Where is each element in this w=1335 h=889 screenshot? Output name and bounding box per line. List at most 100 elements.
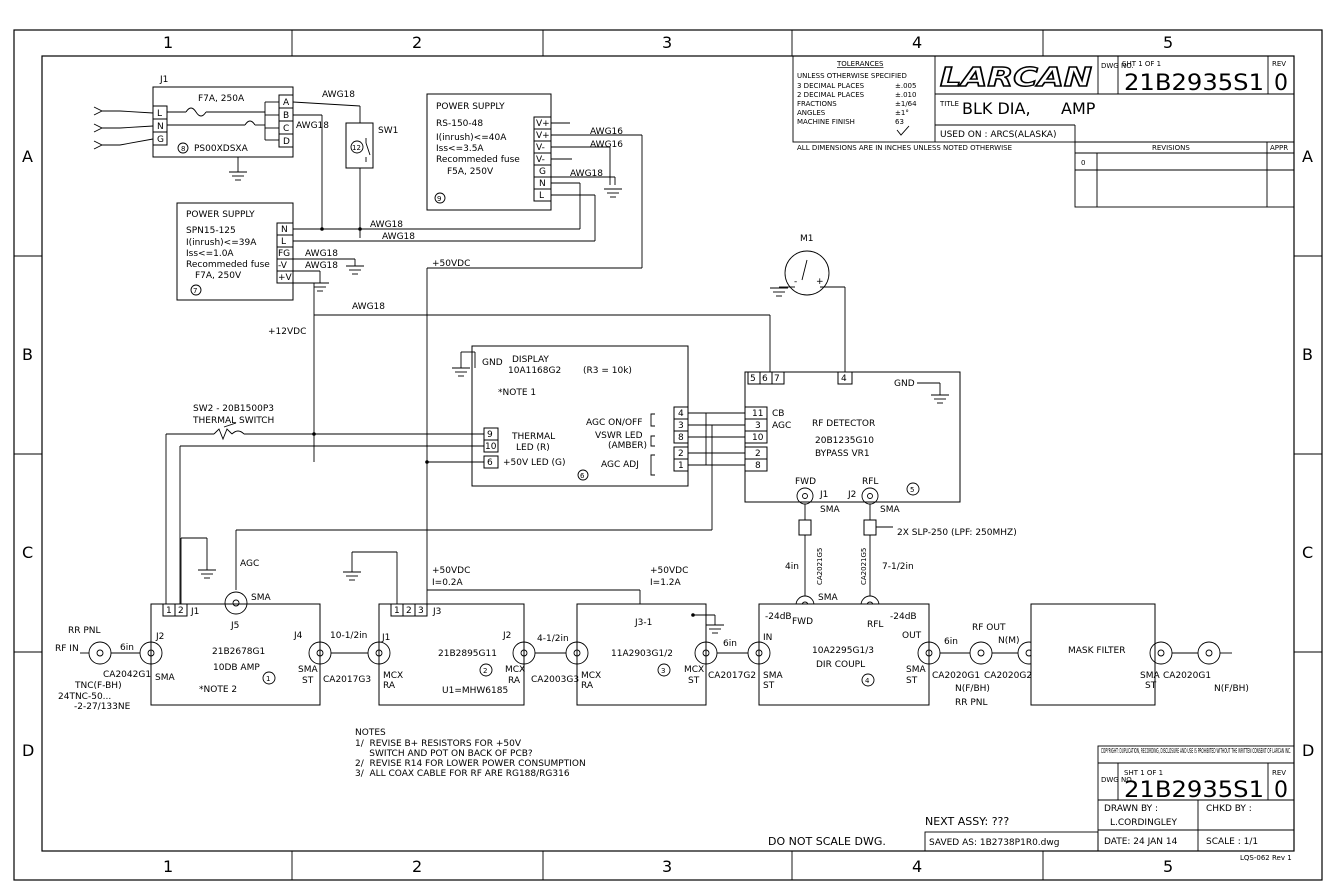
copyright-notice: COPYRIGHT: DUPLICATION, RECORDING, DISCL… xyxy=(1101,747,1291,755)
svg-text:G: G xyxy=(539,167,546,177)
tolerance-value: ±.005 xyxy=(895,82,916,90)
tolerance-line: ANGLES xyxy=(797,109,826,117)
revisions-header: REVISIONS xyxy=(1152,144,1190,152)
svg-text:GND: GND xyxy=(482,358,503,368)
svg-text:FWD: FWD xyxy=(795,477,816,487)
svg-text:6: 6 xyxy=(487,458,493,468)
svg-text:RA: RA xyxy=(508,676,521,686)
svg-text:21B2678G1: 21B2678G1 xyxy=(212,647,265,657)
svg-text:1: 1 xyxy=(394,606,400,616)
power-supply-spn15: POWER SUPPLY SPN15-125 I(inrush)<=39A Is… xyxy=(176,202,294,301)
cable-length: 6in xyxy=(120,643,134,653)
svg-text:10A1168G2: 10A1168G2 xyxy=(508,366,561,376)
svg-text:4: 4 xyxy=(841,374,847,384)
row-label: D xyxy=(1302,741,1314,760)
svg-text:10A2295G1/3: 10A2295G1/3 xyxy=(812,646,874,656)
wire-label: AWG18 xyxy=(382,232,415,242)
svg-text:RFL: RFL xyxy=(867,620,883,630)
dwg-label: DWG NO. xyxy=(1101,776,1134,784)
rf-in-label: RF IN xyxy=(55,644,79,654)
svg-text:11A2903G1/2: 11A2903G1/2 xyxy=(611,649,673,659)
row-label: C xyxy=(1302,543,1313,562)
revision-row-number: 0 xyxy=(1081,159,1085,167)
svg-text:1: 1 xyxy=(166,606,172,616)
svg-text:-: - xyxy=(794,277,797,287)
svg-text:ST: ST xyxy=(302,676,314,686)
wire-label: AWG18 xyxy=(352,302,385,312)
svg-text:L: L xyxy=(539,191,544,201)
tolerance-line: 2 DECIMAL PLACES xyxy=(797,91,865,99)
tolerances-title: TOLERANCES xyxy=(836,60,884,68)
svg-text:2/ REVISE R14 FOR LOWER POWER: 2/ REVISE R14 FOR LOWER POWER CONSUMPTIO… xyxy=(355,759,586,769)
svg-text:21B2895G11: 21B2895G11 xyxy=(438,649,497,659)
svg-text:SMA: SMA xyxy=(818,593,838,603)
svg-text:LED (R): LED (R) xyxy=(516,443,550,453)
j1-input-filter: J1 L N G A B C D F7A, 250A 8 PS00XDSXA xyxy=(93,75,294,181)
svg-text:I=1.2A: I=1.2A xyxy=(650,578,682,588)
svg-text:J2: J2 xyxy=(847,490,856,500)
cable-length: 10-1/2in xyxy=(330,631,367,641)
wire-label: AWG18 xyxy=(296,121,329,131)
appr-header: APPR xyxy=(1270,144,1288,152)
svg-text:V+: V+ xyxy=(536,119,550,129)
svg-text:8: 8 xyxy=(181,145,185,153)
tolerance-line: MACHINE FINISH xyxy=(797,118,855,126)
svg-text:SMA: SMA xyxy=(298,665,318,675)
svg-text:J1: J1 xyxy=(381,633,390,643)
voltage-label: +12VDC xyxy=(268,327,306,337)
svg-text:+50VDC: +50VDC xyxy=(650,566,688,576)
svg-text:DIR COUPL: DIR COUPL xyxy=(816,660,865,670)
ground-icon xyxy=(229,171,247,181)
svg-text:-24dB: -24dB xyxy=(765,612,792,622)
directional-coupler: -24dB -24dB FWD RFL IN OUT 10A2295G1/3 D… xyxy=(747,603,941,706)
col-label: 4 xyxy=(912,33,922,52)
svg-text:THERMAL: THERMAL xyxy=(511,432,555,442)
svg-text:MASK FILTER: MASK FILTER xyxy=(1068,646,1125,656)
svg-text:PS00XDSXA: PS00XDSXA xyxy=(194,144,249,154)
rev-label: REV xyxy=(1272,769,1286,777)
svg-text:J1: J1 xyxy=(159,75,168,85)
svg-text:A: A xyxy=(283,98,290,108)
tolerance-value: ±1/64 xyxy=(895,100,917,108)
svg-text:ST: ST xyxy=(906,676,918,686)
svg-text:GND: GND xyxy=(894,379,915,389)
svg-text:10: 10 xyxy=(752,433,764,443)
ground-icon xyxy=(931,394,949,404)
svg-text:SMA: SMA xyxy=(251,593,271,603)
inner-border xyxy=(41,55,1295,852)
svg-text:2: 2 xyxy=(755,449,761,459)
row-label: B xyxy=(22,345,33,364)
rear-panel-label: RR PNL xyxy=(68,626,101,636)
svg-text:N: N xyxy=(539,179,546,189)
svg-text:POWER SUPPLY: POWER SUPPLY xyxy=(186,210,255,220)
m1-meter: M1 - + xyxy=(770,234,846,372)
svg-text:V-: V- xyxy=(536,155,545,165)
svg-text:9: 9 xyxy=(437,195,441,203)
svg-text:C: C xyxy=(283,124,289,134)
svg-text:MCX: MCX xyxy=(383,671,403,681)
svg-text:AGC ON/OFF: AGC ON/OFF xyxy=(586,418,642,428)
svg-text:4: 4 xyxy=(865,677,870,685)
rf-out-label: RF OUT xyxy=(972,623,1006,633)
cable-length: 7-1/2in xyxy=(882,562,914,572)
connector-type: N(F/BH) xyxy=(955,684,990,694)
finish-check-icon xyxy=(896,125,910,136)
svg-text:RA: RA xyxy=(581,681,594,691)
svg-text:9: 9 xyxy=(487,430,493,440)
svg-text:Iss<=3.5A: Iss<=3.5A xyxy=(436,144,484,154)
row-label: D xyxy=(22,741,34,760)
cable-length: 4-1/2in xyxy=(537,634,569,644)
wire-label: AWG18 xyxy=(305,249,338,259)
cable-length: 4in xyxy=(785,562,799,572)
svg-text:V+: V+ xyxy=(536,131,550,141)
svg-text:3: 3 xyxy=(661,667,665,675)
svg-text:5: 5 xyxy=(750,374,756,384)
svg-text:MCX: MCX xyxy=(581,671,601,681)
sheet-count: SHT 1 OF 1 xyxy=(1124,769,1163,777)
mask-filter: MASK FILTER SMA ST xyxy=(1030,603,1173,706)
ground-icon xyxy=(706,624,724,634)
ground-icon xyxy=(770,287,788,297)
notes: NOTES 1/ REVISE B+ RESISTORS FOR +50V SW… xyxy=(355,728,586,779)
svg-text:+50V LED (G): +50V LED (G) xyxy=(503,458,566,468)
rev-label: REV xyxy=(1272,60,1286,68)
